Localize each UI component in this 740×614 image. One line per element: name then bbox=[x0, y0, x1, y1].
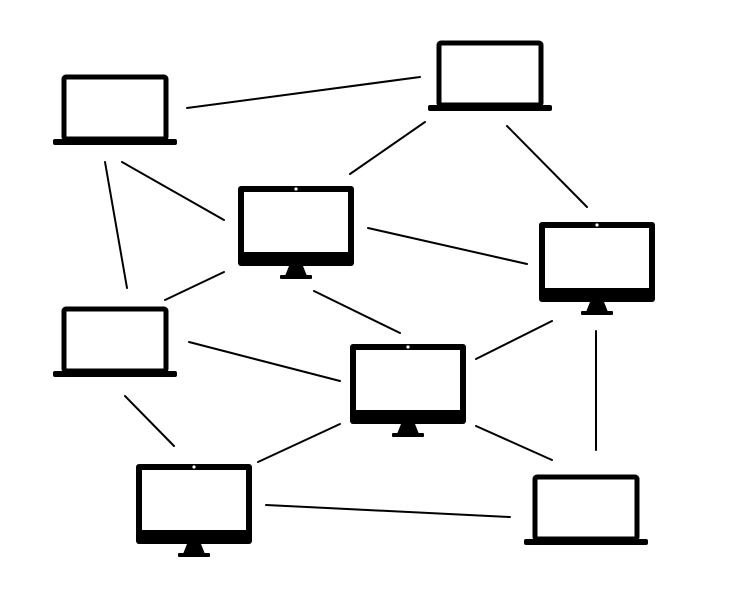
connection-line-n6-n7 bbox=[257, 423, 341, 463]
connection-line-n1-n2 bbox=[186, 76, 421, 109]
laptop-screen bbox=[532, 474, 640, 542]
device-nodes bbox=[53, 40, 655, 557]
laptop-icon bbox=[53, 306, 177, 377]
desktop-monitor-icon bbox=[539, 222, 655, 315]
connection-line-n5-n6 bbox=[188, 341, 341, 382]
monitor-screen bbox=[244, 192, 348, 252]
laptop-base bbox=[53, 371, 177, 377]
desktop-monitor-icon bbox=[136, 464, 252, 557]
monitor-screen bbox=[356, 350, 460, 410]
monitor-camera bbox=[595, 223, 599, 227]
laptop-screen bbox=[61, 74, 169, 142]
connection-line-n2-n4 bbox=[506, 125, 588, 208]
monitor-stand bbox=[397, 424, 419, 434]
connection-line-n1-n5 bbox=[104, 161, 128, 289]
monitor-foot bbox=[178, 553, 210, 557]
monitor-foot bbox=[280, 275, 312, 279]
monitor-foot bbox=[392, 433, 424, 437]
connection-line-n3-n4 bbox=[367, 227, 528, 265]
monitor-foot bbox=[581, 311, 613, 315]
connection-lines bbox=[104, 76, 597, 518]
connection-line-n7-n8 bbox=[265, 504, 511, 518]
monitor-screen bbox=[142, 470, 246, 530]
monitor-camera bbox=[192, 465, 196, 469]
monitor-stand bbox=[586, 302, 608, 312]
connection-line-n3-n5 bbox=[164, 271, 225, 301]
laptop-base bbox=[428, 105, 552, 111]
laptop-base bbox=[524, 539, 648, 545]
monitor-camera bbox=[406, 345, 410, 349]
connection-line-n3-n6 bbox=[313, 290, 401, 334]
monitor-stand bbox=[183, 544, 205, 554]
monitor-camera bbox=[294, 187, 298, 191]
laptop-icon bbox=[524, 474, 648, 545]
desktop-monitor-icon bbox=[350, 344, 466, 437]
laptop-icon bbox=[53, 74, 177, 145]
monitor-stand bbox=[285, 266, 307, 276]
monitor-screen bbox=[545, 228, 649, 288]
connection-line-n4-n6 bbox=[475, 320, 553, 360]
laptop-screen bbox=[436, 40, 544, 108]
connection-line-n6-n8 bbox=[475, 425, 553, 461]
laptop-icon bbox=[428, 40, 552, 111]
connection-line-n5-n7 bbox=[124, 395, 175, 447]
desktop-monitor-icon bbox=[238, 186, 354, 279]
laptop-base bbox=[53, 139, 177, 145]
laptop-screen bbox=[61, 306, 169, 374]
connection-line-n2-n3 bbox=[349, 121, 426, 175]
connection-line-n1-n3 bbox=[121, 161, 225, 221]
